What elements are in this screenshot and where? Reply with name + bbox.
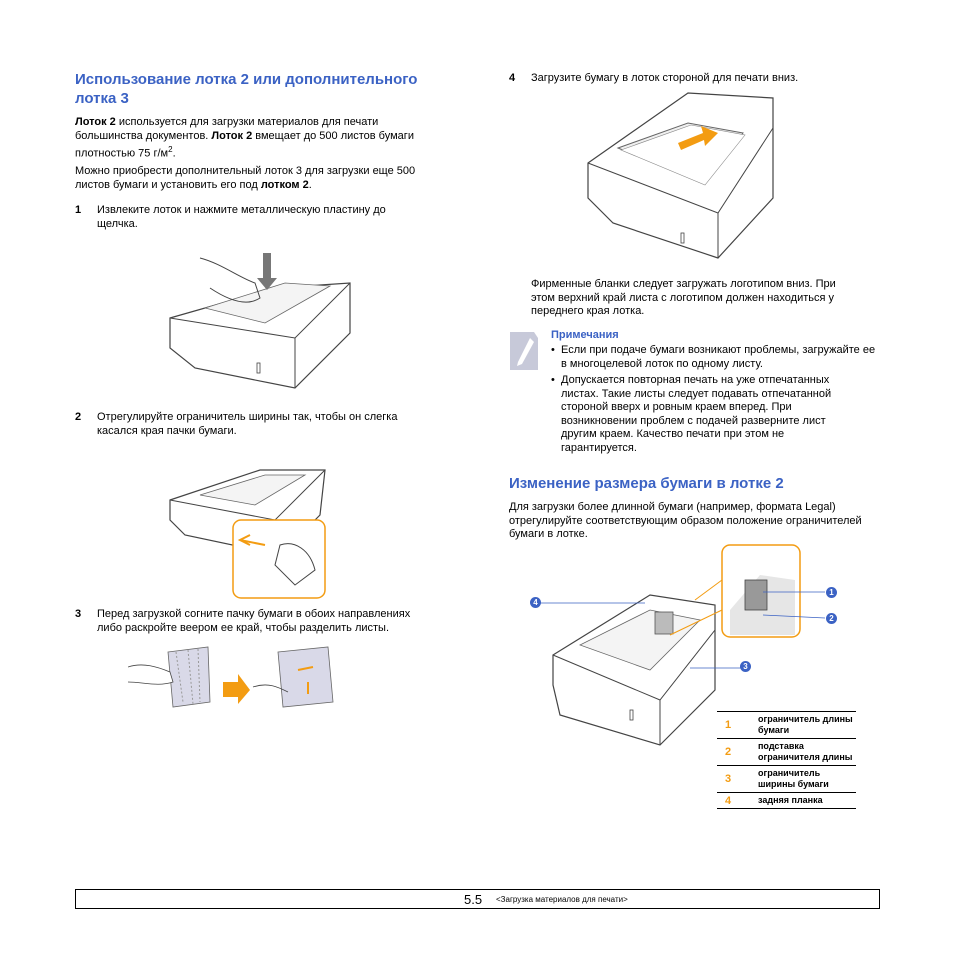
step-text: Извлеките лоток и нажмите металлическую …	[97, 204, 386, 230]
paragraph-resize: Для загрузки более длинной бумаги (напри…	[509, 501, 862, 540]
note-item-text: Допускается повторная печать на уже отпе…	[561, 374, 832, 454]
text: .	[172, 147, 176, 160]
bold-term: Лоток 2	[211, 129, 253, 142]
callout-1: 1	[826, 587, 837, 598]
page-footer: 5.5 <Загрузка материалов для печати>	[75, 889, 880, 909]
load-paper-illustration	[587, 92, 774, 259]
legend-number: 2	[717, 738, 758, 766]
bullet: •	[551, 344, 555, 356]
text: используется для загрузки материалов для…	[75, 116, 379, 142]
note-list: • Если при подаче бумаги возникают пробл…	[551, 344, 881, 455]
table-row: 3 ограничитель ширины бумаги	[717, 765, 856, 793]
legend-text: подставка ограничителя длины	[758, 738, 856, 766]
note-icon	[510, 332, 538, 370]
superscript: 2	[168, 145, 173, 154]
bold-term: Лоток 2	[75, 116, 116, 128]
step-number: 1	[75, 204, 82, 216]
step-text: Загрузите бумагу в лоток стороной для пе…	[531, 72, 799, 84]
list-item: • Если при подаче бумаги возникают пробл…	[551, 344, 881, 371]
legend-text: задняя планка	[758, 792, 856, 809]
fan-paper-illustration	[128, 646, 334, 708]
legend-number: 4	[717, 792, 758, 809]
paragraph-letterhead: Фирменные бланки следует загружать логот…	[531, 278, 836, 317]
step-text: Отрегулируйте ограничитель ширины так, ч…	[97, 411, 398, 437]
bold-term: лотком 2	[260, 178, 309, 191]
step-number: 2	[75, 411, 82, 423]
bullet: •	[551, 374, 555, 386]
footer-section: <Загрузка материалов для печати>	[496, 895, 628, 904]
paragraph-intro: Лоток 2 используется для загрузки матери…	[75, 116, 445, 161]
section-heading: Использование лотка 2 или дополнительног…	[75, 71, 418, 107]
step-number: 4	[509, 72, 516, 84]
tray-parts-diagram	[540, 544, 826, 746]
step-number: 3	[75, 608, 82, 620]
legend-number: 1	[717, 711, 758, 739]
text: .	[308, 178, 312, 191]
table-row: 2 подставка ограничителя длины	[717, 738, 856, 766]
tray-press-plate-illustration	[169, 253, 351, 389]
text: Можно приобрести дополнительный лоток 3 …	[75, 165, 416, 191]
section-heading: Изменение размера бумаги в лотке 2	[509, 475, 784, 492]
legend-text: ограничитель ширины бумаги	[758, 765, 856, 793]
page-number: 5.5	[464, 892, 483, 907]
text: вмещает до 500 листов бумаги плотностью …	[75, 129, 414, 160]
list-item: • Допускается повторная печать на уже от…	[551, 374, 881, 455]
callout-4: 4	[530, 597, 541, 608]
paragraph-tray3: Можно приобрести дополнительный лоток 3 …	[75, 165, 425, 192]
callout-2: 2	[826, 613, 837, 624]
legend-text: ограничитель длины бумаги	[758, 711, 856, 739]
parts-legend-table: 1 ограничитель длины бумаги 2 подставка …	[717, 711, 856, 809]
note-title: Примечания	[551, 329, 619, 341]
step-text: Перед загрузкой согните пачку бумаги в о…	[97, 608, 411, 634]
note-item-text: Если при подаче бумаги возникают проблем…	[561, 344, 876, 370]
table-row: 4 задняя планка	[717, 792, 856, 809]
width-guide-illustration	[169, 469, 326, 599]
callout-3: 3	[740, 661, 751, 672]
legend-number: 3	[717, 765, 758, 793]
table-row: 1 ограничитель длины бумаги	[717, 711, 856, 739]
